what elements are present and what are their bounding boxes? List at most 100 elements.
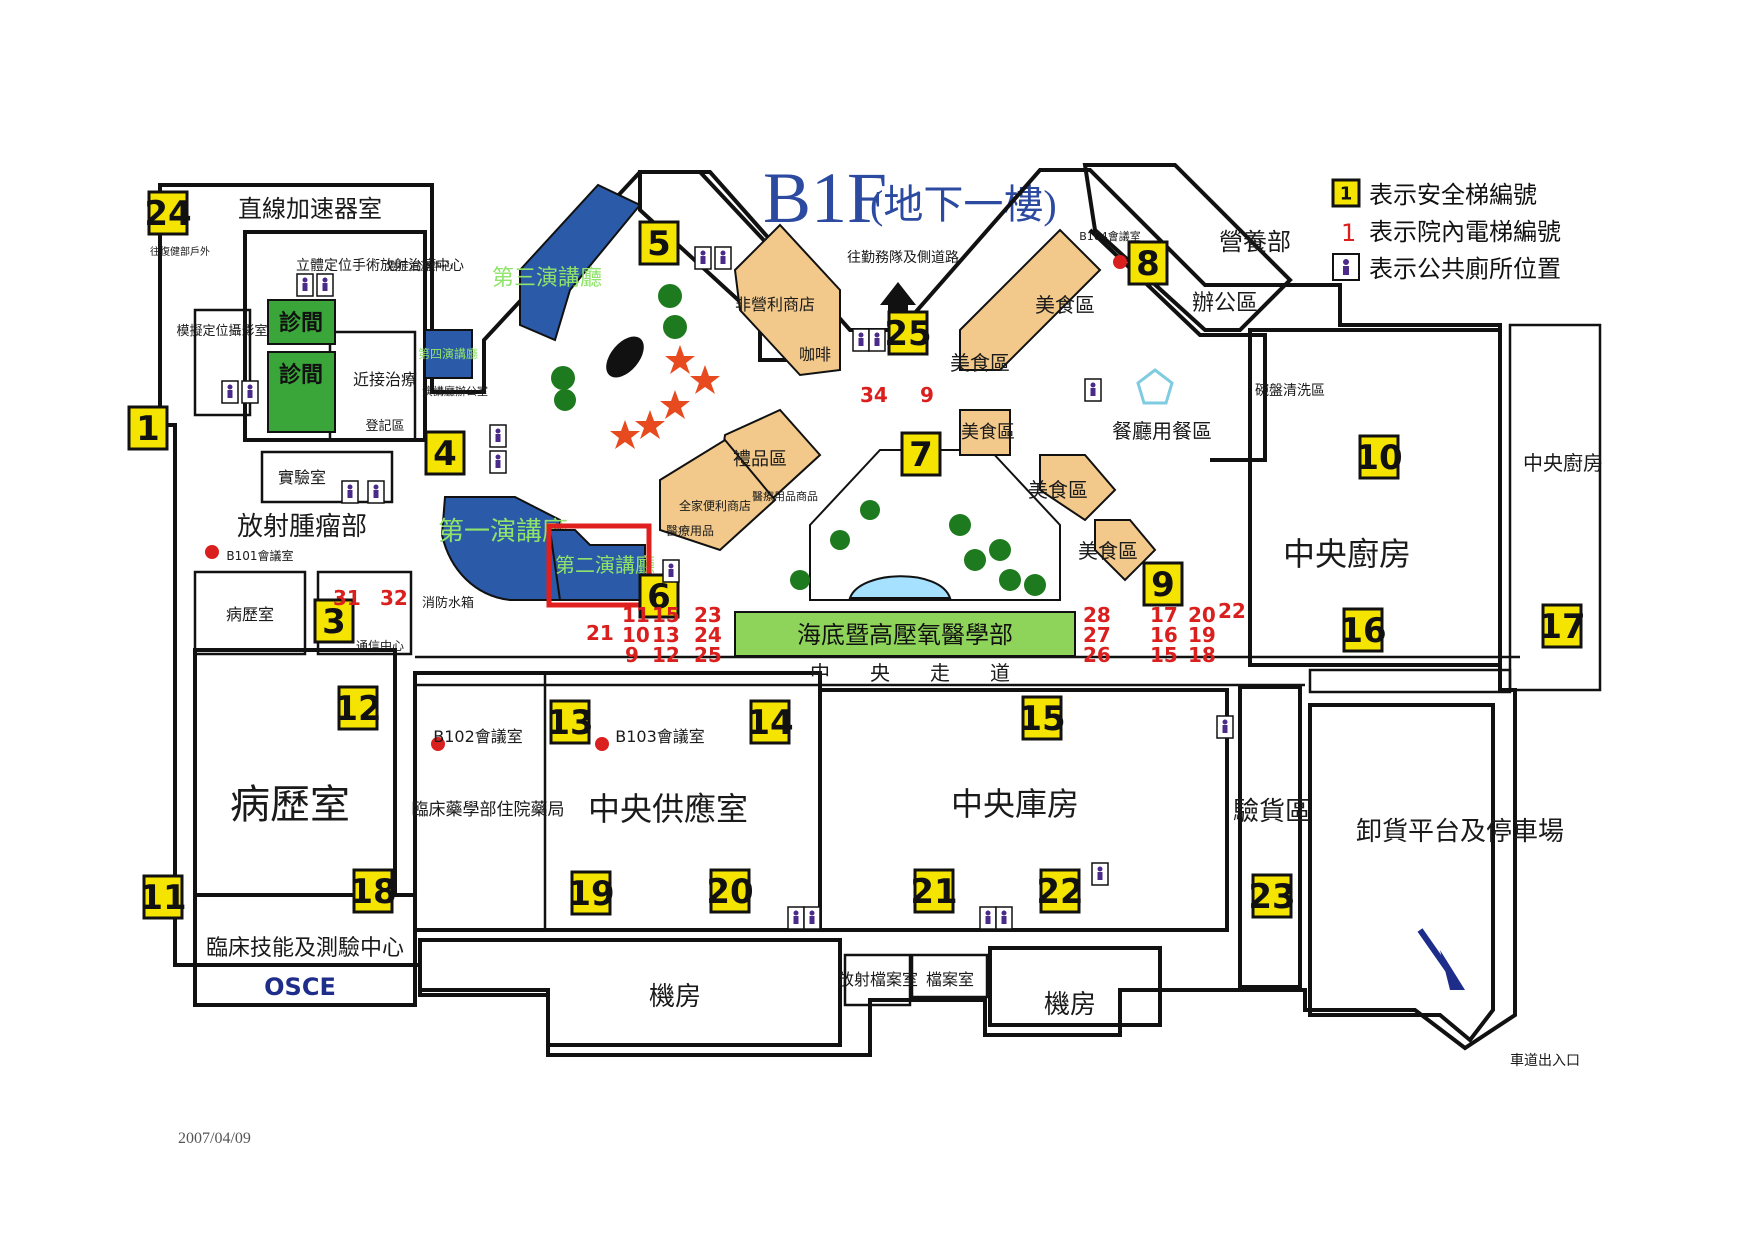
loading-dock: 卸貨平台及停車場 [1356,817,1564,847]
legend-stair-label: 表示安全梯編號 [1369,181,1537,209]
elevator-18: 18 [1188,643,1216,667]
hall-4[interactable] [424,329,473,379]
toilet-icon [979,906,997,930]
stair-box [570,870,612,916]
stair-20[interactable]: 20 [706,868,754,914]
stair-number: 19 [567,874,614,914]
medical-supply-1: 醫療用品 [666,524,714,538]
stair-7[interactable]: 7 [900,431,942,477]
stair-number: 22 [1036,872,1083,912]
archive-room: 檔案室 [926,970,974,989]
elevator-20: 20 [1188,603,1216,627]
stair-23[interactable]: 23 [1248,873,1296,919]
stair-14[interactable]: 14 [746,699,794,745]
toilet-icon [489,450,507,474]
stair-number: 25 [884,314,931,354]
stair-4[interactable]: 4 [424,430,466,476]
stair-9[interactable]: 9 [1142,561,1184,607]
stair-number: 9 [1151,565,1175,605]
linac-room: 直線加速器室 [238,195,382,223]
stair-box [709,868,751,914]
stair-25[interactable]: 25 [884,310,932,356]
toilet-icon [316,273,334,297]
stair-box [1358,434,1400,480]
stair-number: 1 [136,409,160,449]
toilet-markers [221,246,1234,930]
dining-area: 餐廳用餐區 [1112,419,1212,443]
hall-office: 演講廳辦公室 [422,384,488,398]
dock-arrow-icon [1440,950,1465,990]
stair-number: 8 [1136,244,1160,284]
stair-5[interactable]: 5 [638,220,680,266]
radio-dept: 放射腫瘤部 [237,512,367,542]
gift-area: 禮品區 [733,449,787,470]
stair-number: 16 [1339,611,1386,651]
central-supply: 中央供應室 [588,790,748,828]
stair-number: 18 [349,872,396,912]
radio-archive: 放射檔案室 [838,970,918,989]
stair-number: 4 [433,434,457,474]
stair-number: 15 [1018,699,1065,739]
machine-room-2: 機房 [1044,990,1096,1020]
lab-room: 實驗室 [278,468,326,487]
food-area-2: 美食區 [950,351,1010,375]
toilet-icon [1091,862,1109,886]
stair-11[interactable]: 11 [139,874,187,920]
stair-22[interactable]: 22 [1036,868,1084,914]
stair-13[interactable]: 13 [546,699,594,745]
building-walls [158,163,1602,1057]
stair-box [1039,868,1081,914]
dish-wash: 碗盤清洗區 [1255,383,1325,399]
hall-2[interactable] [548,529,646,601]
elevator-22: 22 [1218,599,1246,623]
hall-2-highlight [546,523,652,608]
stair-8[interactable]: 8 [1127,240,1169,286]
car-exit: 車道出入口 [1510,1052,1580,1069]
hall-1-label: 第一演講廳 [438,517,568,547]
b101-room: B101會議室 [226,548,293,563]
stair-number: 5 [647,224,671,264]
hall-3[interactable] [519,183,642,342]
toilet-icon [995,906,1013,930]
toilet-icon [714,246,732,270]
toilet-icon [803,906,821,930]
exam-room-1[interactable] [267,299,336,345]
stair-6[interactable]: 6 [638,573,680,619]
elevator-10: 10 [622,623,650,647]
hall-1[interactable] [440,496,561,601]
stair-12[interactable]: 12 [334,685,382,731]
stair-24[interactable]: 24 [144,190,192,236]
food-area-4: 美食區 [1028,478,1088,502]
elevator-9-a: 9 [920,383,934,407]
stair-number: 24 [144,194,191,234]
toilet-icon [341,480,359,504]
fire-tank: 消防水箱 [422,595,474,611]
elevator-26: 26 [1083,643,1111,667]
stair-10[interactable]: 10 [1355,434,1403,480]
stair-16[interactable]: 16 [1339,607,1387,653]
stair-number: 12 [334,689,381,729]
map-title: B1F [763,158,887,238]
toilet-icon [296,273,314,297]
stair-1[interactable]: 1 [127,405,169,451]
elevator-32: 32 [380,586,408,610]
non-profit-store: 非營利商店 [735,295,815,314]
stair-17[interactable]: 17 [1538,603,1586,649]
stair-box [749,699,791,745]
stair-18[interactable]: 18 [349,868,397,914]
stair-19[interactable]: 19 [567,870,615,916]
to-service-road: 往勤務隊及側道路 [847,250,959,266]
stair-box [147,190,189,236]
elevator-34: 34 [860,383,888,407]
exam-room-2[interactable] [267,351,336,433]
stair-box [1127,240,1169,286]
stair-box [549,699,591,745]
stair-15[interactable]: 15 [1018,695,1066,741]
hyperbaric-dept[interactable] [734,611,1076,657]
elevator-28: 28 [1083,603,1111,627]
elevator-12: 12 [652,643,680,667]
stair-3[interactable]: 3 [313,598,355,644]
stair-21[interactable]: 21 [910,868,958,914]
hall-2-label: 第二演講廳 [555,553,655,577]
